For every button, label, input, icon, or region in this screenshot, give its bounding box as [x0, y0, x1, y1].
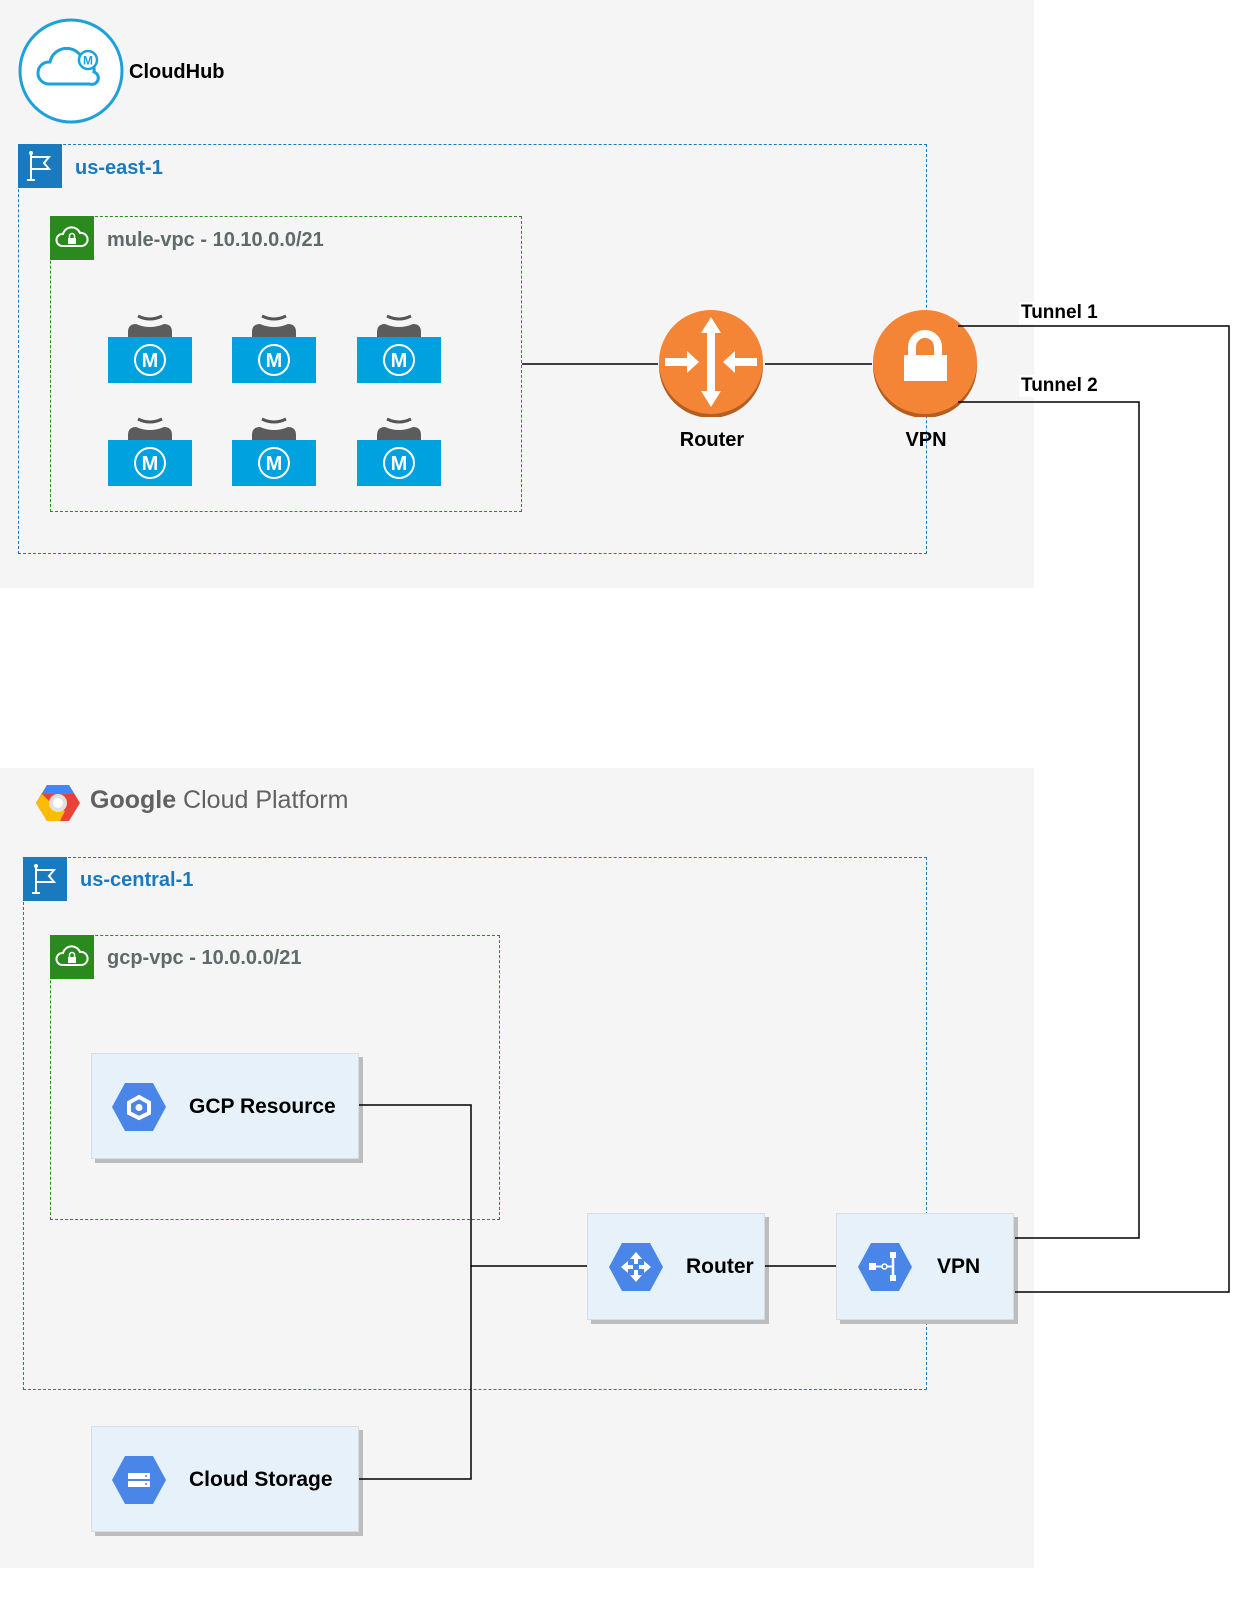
mule-worker-icon[interactable]: M — [108, 312, 192, 384]
vpc-badge — [50, 216, 94, 260]
flag-icon — [27, 151, 52, 181]
region-us-central-1 — [23, 857, 927, 1390]
tunnel-2-label: Tunnel 2 — [1019, 375, 1100, 397]
svg-text:M: M — [266, 350, 283, 372]
cloudhub-vpn-label: VPN — [905, 429, 947, 451]
mule-worker-icon[interactable]: M — [232, 312, 316, 384]
vpc-label: gcp-vpc - 10.0.0.0/21 — [107, 947, 302, 969]
region-label: us-east-1 — [75, 157, 163, 179]
gcp-logo-icon — [36, 783, 80, 823]
gcp-router-card[interactable]: Router — [587, 1213, 765, 1320]
mule-worker-icon[interactable]: M — [232, 415, 316, 487]
vpc-gcp — [50, 935, 500, 1220]
mule-worker-icon[interactable]: M — [357, 312, 441, 384]
flag-icon — [32, 864, 57, 894]
mule-worker-icon[interactable]: M — [357, 415, 441, 487]
cloudhub-router-icon[interactable] — [657, 309, 765, 418]
cloud-storage-card[interactable]: Cloud Storage — [91, 1426, 359, 1532]
region-flag-badge — [23, 857, 67, 901]
cloud-storage-label: Cloud Storage — [189, 1468, 333, 1491]
gcp-title-rest: Cloud Platform — [176, 786, 349, 814]
cloud-storage-icon — [112, 1456, 166, 1504]
cloudhub-panel — [0, 0, 1034, 588]
tunnel-1-label: Tunnel 1 — [1019, 302, 1100, 324]
gcp-router-label: Router — [686, 1255, 754, 1278]
svg-text:M: M — [83, 54, 93, 68]
cloud-lock-icon — [55, 945, 89, 966]
vpc-badge — [50, 935, 94, 979]
cloudhub-router-label: Router — [679, 429, 745, 451]
svg-text:M: M — [142, 350, 159, 372]
gcp-title: Google Cloud Platform — [90, 786, 348, 815]
cloud-router-icon — [609, 1243, 663, 1291]
cloud-vpn-icon — [858, 1243, 912, 1291]
gcp-vpn-card[interactable]: VPN — [836, 1213, 1014, 1320]
cloudhub-logo-icon: M — [18, 18, 124, 124]
vpc-mule — [50, 216, 522, 512]
cloud-lock-icon — [55, 226, 89, 247]
svg-text:M: M — [391, 453, 408, 475]
gcp-resource-card[interactable]: GCP Resource — [91, 1053, 359, 1159]
gcp-title-bold: Google — [90, 786, 177, 814]
gcp-resource-label: GCP Resource — [189, 1095, 336, 1118]
compute-engine-icon — [112, 1083, 166, 1131]
region-label: us-central-1 — [80, 869, 194, 891]
region-flag-badge — [18, 144, 62, 188]
svg-text:M: M — [391, 350, 408, 372]
cloudhub-vpn-icon[interactable] — [871, 309, 979, 418]
gcp-vpn-label: VPN — [937, 1255, 981, 1278]
svg-text:M: M — [142, 453, 159, 475]
vpc-label: mule-vpc - 10.10.0.0/21 — [107, 229, 324, 251]
cloudhub-title: CloudHub — [129, 61, 225, 83]
mule-worker-icon[interactable]: M — [108, 415, 192, 487]
svg-text:M: M — [266, 453, 283, 475]
